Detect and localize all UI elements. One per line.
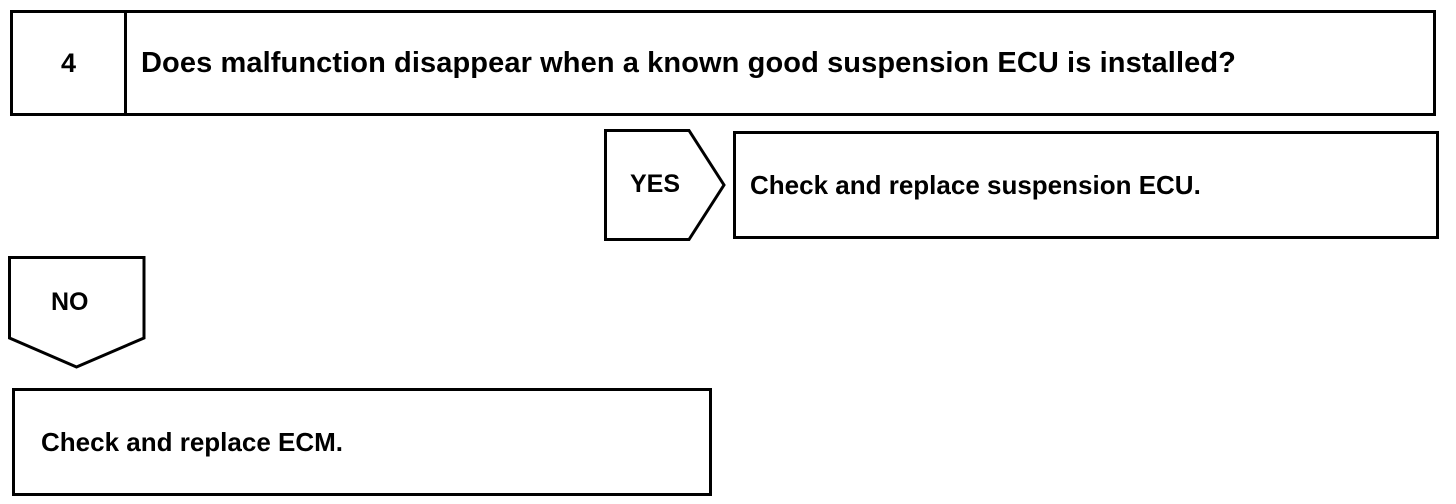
step-box: 4 Does malfunction disappear when a know… <box>10 10 1436 116</box>
yes-result-text: Check and replace suspension ECU. <box>750 169 1201 200</box>
yes-result-box: Check and replace suspension ECU. <box>733 131 1439 239</box>
no-result-text: Check and replace ECM. <box>41 426 343 457</box>
no-arrow <box>8 256 146 369</box>
yes-arrow <box>604 129 726 241</box>
step-question: Does malfunction disappear when a known … <box>141 46 1236 79</box>
no-result-box: Check and replace ECM. <box>12 388 712 496</box>
no-label: NO <box>51 288 89 316</box>
step-number: 4 <box>13 13 127 113</box>
yes-label: YES <box>630 170 681 198</box>
